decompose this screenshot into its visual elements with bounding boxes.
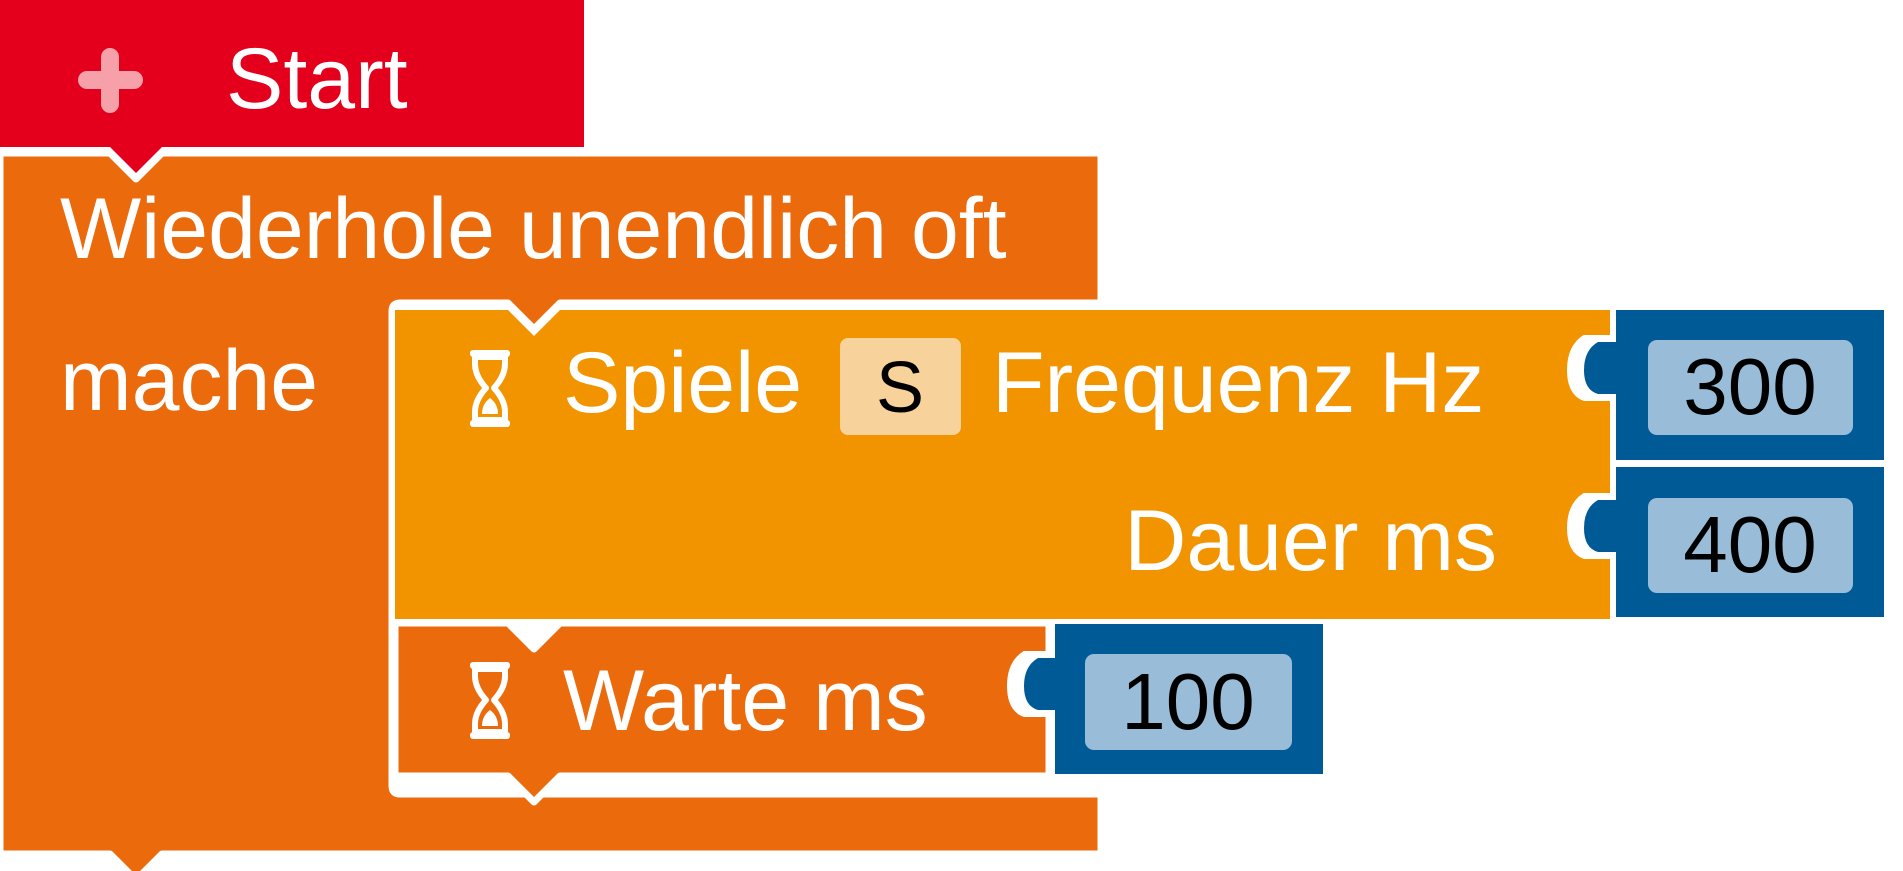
hourglass-icon: [470, 662, 510, 739]
duration-number-field[interactable]: 400: [1648, 498, 1853, 593]
loop-forever-block[interactable]: Wiederhole unendlich oft mache: [0, 149, 1105, 871]
wait-number-block[interactable]: 100: [1024, 624, 1323, 774]
frequency-number-field[interactable]: 300: [1648, 340, 1853, 435]
duration-number-block[interactable]: 400: [1584, 467, 1884, 617]
wait-value: 100: [1121, 657, 1254, 746]
hourglass-icon: [470, 350, 510, 427]
frequency-number-block[interactable]: 300: [1584, 310, 1884, 460]
tone-block-body[interactable]: [395, 310, 1610, 619]
tone-label: Spiele: [563, 335, 802, 431]
wait-block-body[interactable]: [391, 619, 1053, 806]
start-block-notch: [110, 147, 162, 173]
frequency-label: Frequenz Hz: [992, 335, 1484, 431]
variable-field[interactable]: S: [840, 338, 961, 435]
start-label: Start: [226, 31, 408, 127]
loop-label: Wiederhole unendlich oft: [60, 181, 1007, 277]
wait-number-field[interactable]: 100: [1085, 654, 1292, 750]
loop-do-label: mache: [60, 333, 318, 429]
play-tone-block[interactable]: Spiele S Frequenz Hz Dauer ms: [395, 310, 1610, 619]
duration-value: 400: [1683, 500, 1816, 589]
loop-block-body[interactable]: [0, 149, 1105, 871]
wait-label: Warte ms: [563, 653, 928, 749]
variable-value: S: [876, 348, 924, 428]
start-block[interactable]: Start: [0, 0, 584, 173]
frequency-value: 300: [1683, 342, 1816, 431]
duration-label: Dauer ms: [1124, 493, 1497, 589]
plus-icon: [78, 48, 143, 113]
wait-block[interactable]: Warte ms: [391, 619, 1053, 806]
